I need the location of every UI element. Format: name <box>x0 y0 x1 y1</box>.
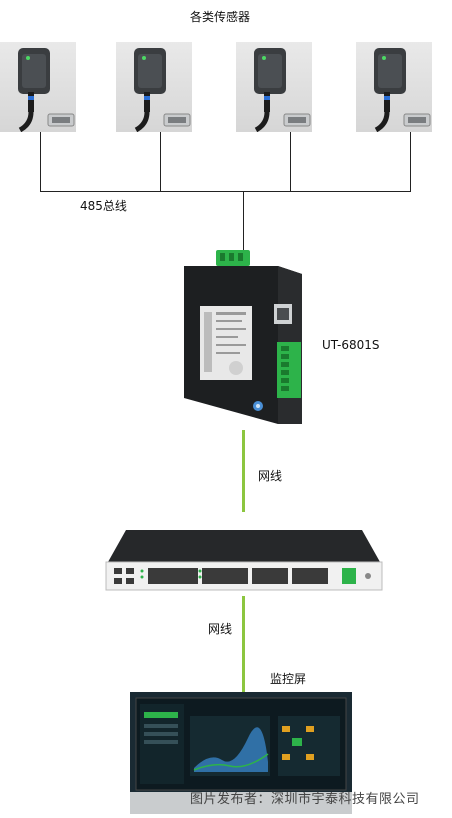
sensor-icon <box>374 48 431 133</box>
bus-to-gateway <box>243 192 244 250</box>
bus-drop-3 <box>290 132 291 192</box>
gateway-model-label: UT-6801S <box>322 338 380 352</box>
bus-drop-2 <box>160 132 161 192</box>
sensor-1 <box>0 42 76 133</box>
monitor-label: 监控屏 <box>270 672 307 686</box>
monitor-screen-icon <box>130 692 352 814</box>
watermark-text: 图片发布者：深圳市宇泰科技有限公司 <box>190 792 420 807</box>
network-line-2 <box>242 596 245 692</box>
sensor-3 <box>236 42 312 133</box>
sensor-icon <box>134 48 191 133</box>
bus-drop-1 <box>40 132 41 192</box>
bus-label: 485总线 <box>80 199 127 213</box>
monitor-screen <box>130 692 352 814</box>
network-switch-icon <box>105 530 383 591</box>
bus-drop-4 <box>410 132 411 192</box>
sensor-2 <box>116 42 192 133</box>
network-line-2-label: 网线 <box>208 622 233 636</box>
gateway-device <box>182 248 306 426</box>
serial-gateway-icon <box>184 250 302 424</box>
sensor-icon <box>18 48 75 133</box>
network-line-1-label: 网线 <box>258 469 283 483</box>
bus-trunk <box>40 191 411 192</box>
sensors-title: 各类传感器 <box>190 10 251 24</box>
network-line-1 <box>242 430 245 512</box>
sensor-4 <box>356 42 432 133</box>
network-switch <box>104 528 384 592</box>
sensor-icon <box>254 48 311 133</box>
